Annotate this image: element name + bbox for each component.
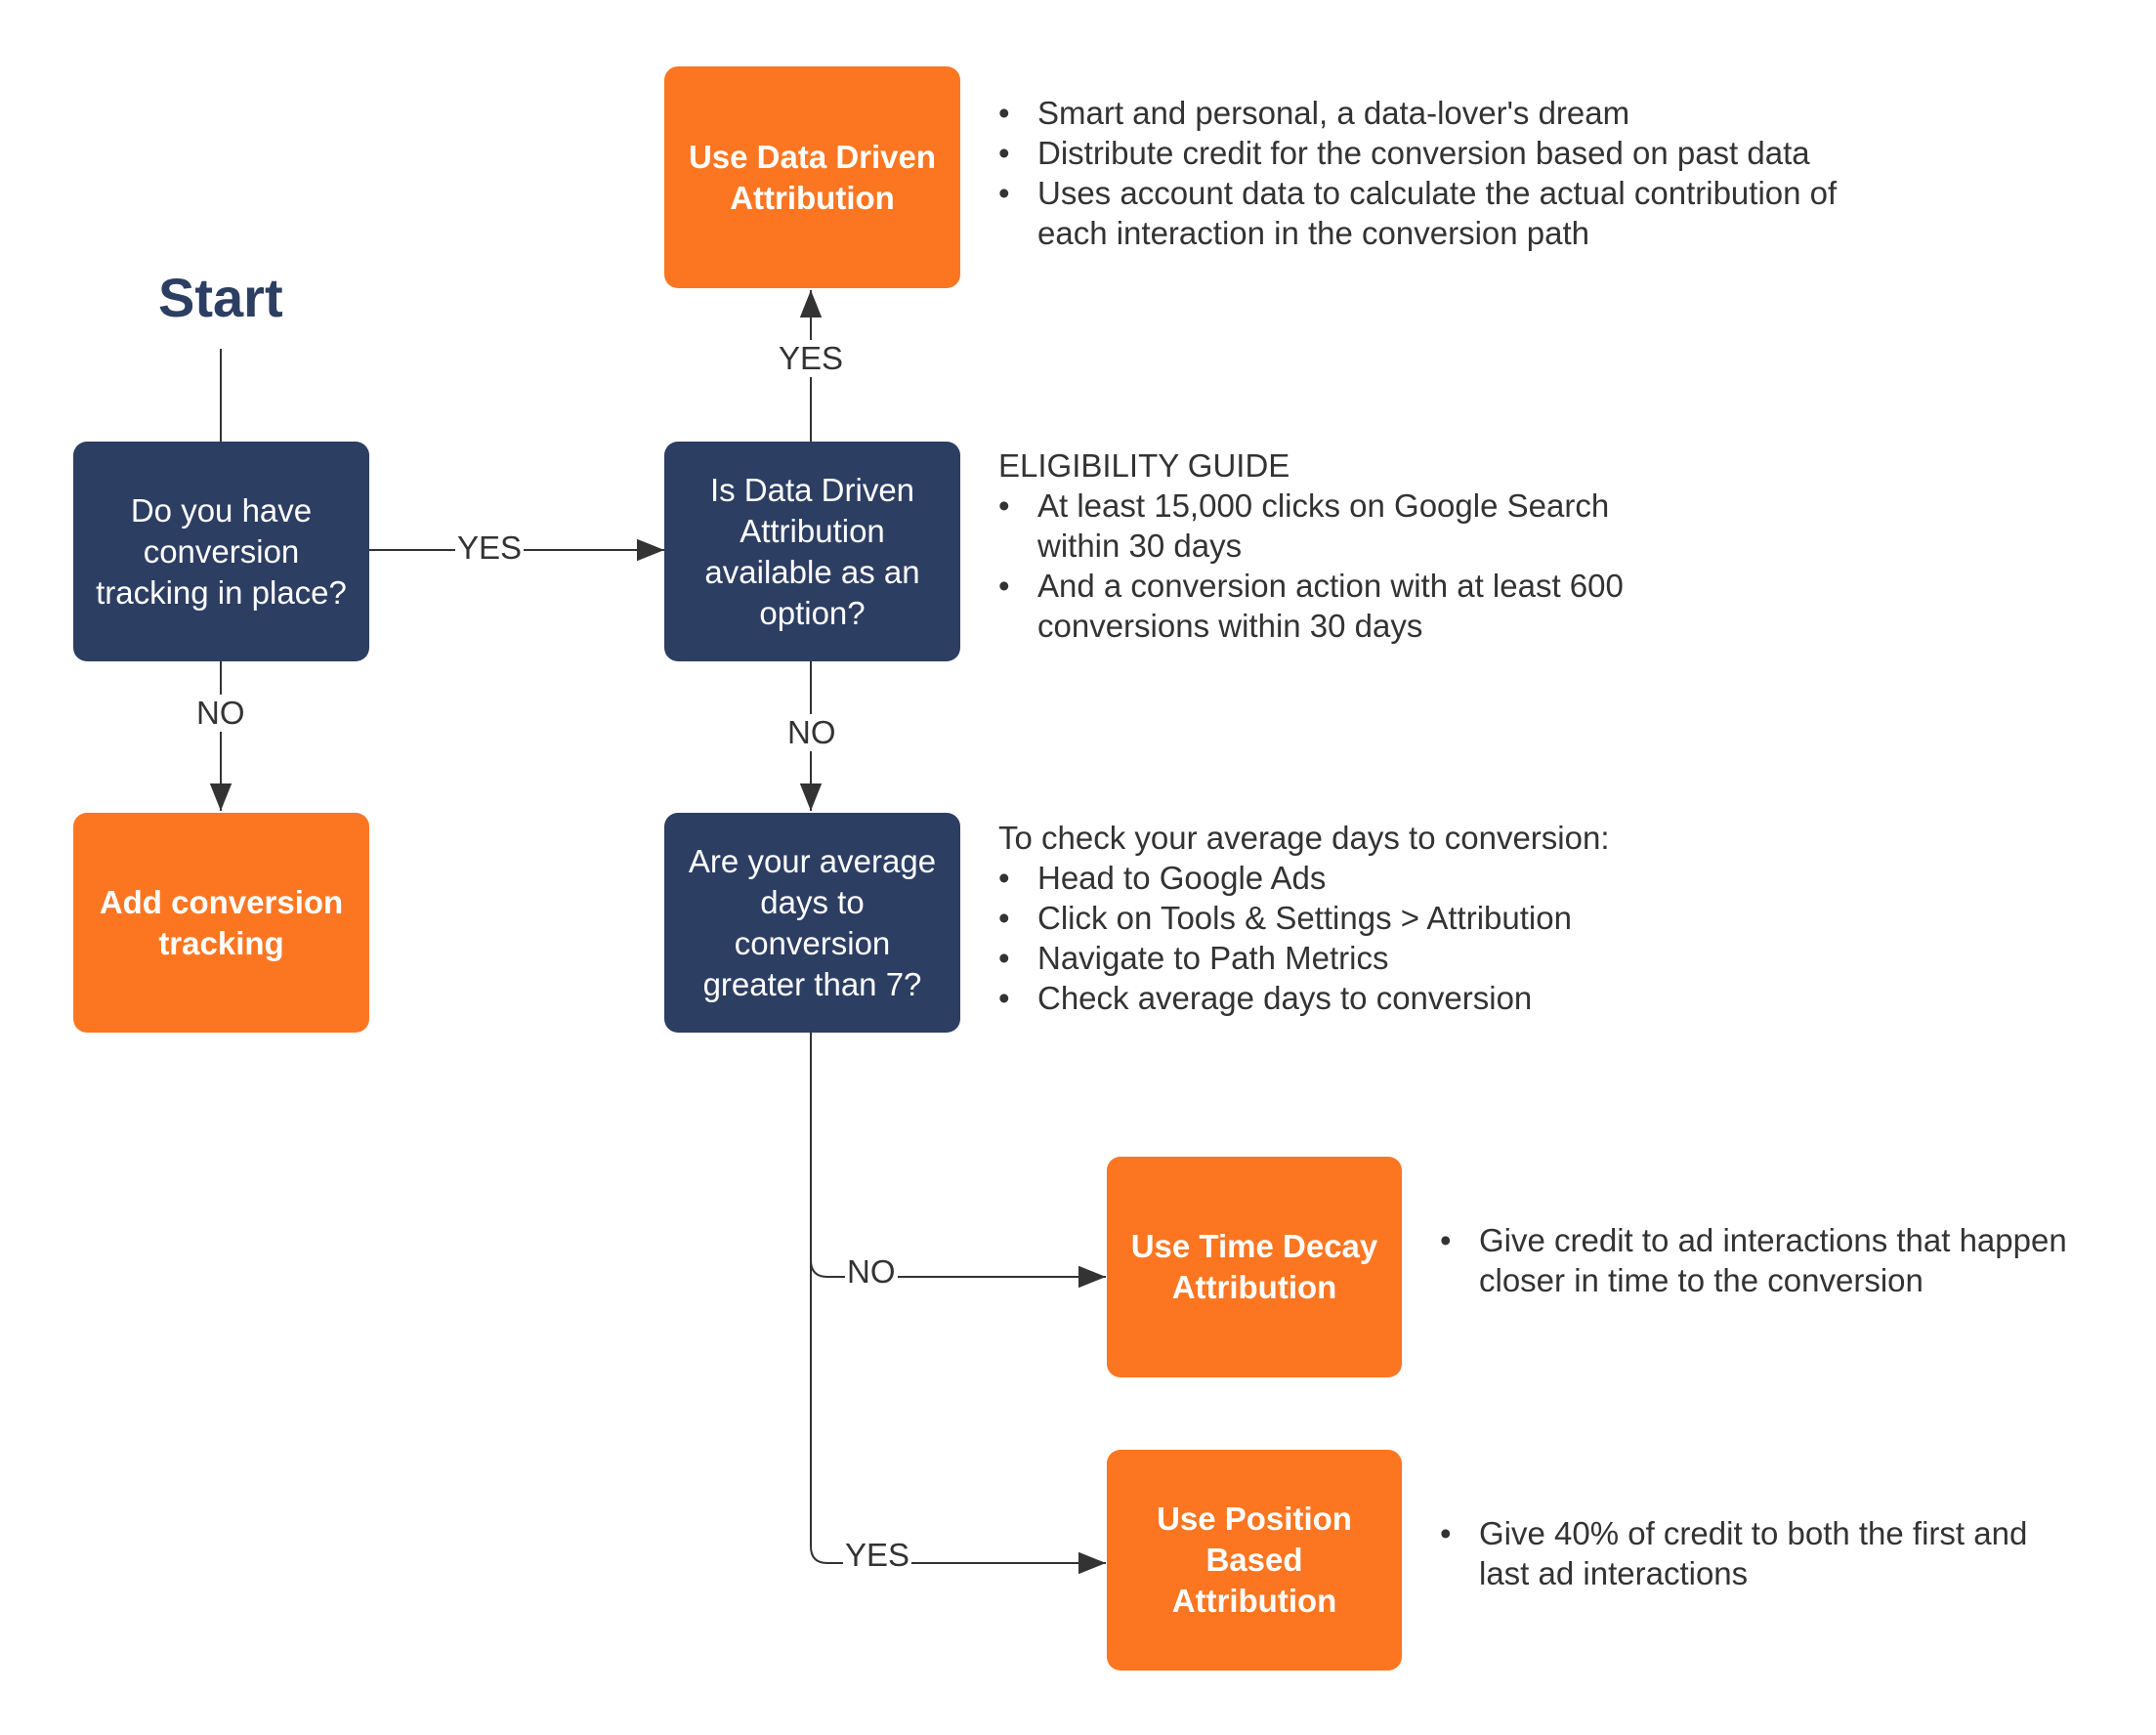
note-dda-item: Smart and personal, a data-lover's dream bbox=[998, 93, 1878, 133]
edge-label-avg-days-no: NO bbox=[845, 1253, 898, 1291]
result-position-based-text: Use Position Based Attribution bbox=[1157, 1501, 1352, 1619]
edge-label-dda-yes: YES bbox=[777, 340, 846, 377]
edge-label-has-tracking-no: NO bbox=[194, 695, 247, 732]
edge-label-has-tracking-yes: YES bbox=[455, 529, 525, 567]
note-time-decay-item: Give credit to ad interactions that happ… bbox=[1440, 1220, 2124, 1300]
connector-avg-days-yes bbox=[810, 1260, 1106, 1575]
note-eligibility: ELIGIBILITY GUIDE At least 15,000 clicks… bbox=[998, 445, 1682, 646]
decision-has-tracking[interactable]: Do you have conversion tracking in place… bbox=[73, 442, 369, 661]
note-check-days-item: Navigate to Path Metrics bbox=[998, 938, 1780, 978]
note-check-days-item: Check average days to conversion bbox=[998, 978, 1780, 1018]
note-dda: Smart and personal, a data-lover's dream… bbox=[998, 93, 1878, 253]
note-check-days-title: To check your average days to conversion… bbox=[998, 820, 1610, 856]
note-time-decay: Give credit to ad interactions that happ… bbox=[1440, 1220, 2124, 1300]
decision-dda-available-text: Is Data Driven Attribution available as … bbox=[704, 471, 920, 631]
note-check-days-item: Click on Tools & Settings > Attribution bbox=[998, 898, 1780, 938]
note-position-based: Give 40% of credit to both the first and… bbox=[1440, 1513, 2085, 1593]
start-label: Start bbox=[158, 267, 283, 328]
connector-avg-days-no bbox=[810, 1033, 1106, 1289]
note-position-based-item: Give 40% of credit to both the first and… bbox=[1440, 1513, 2085, 1593]
result-use-dda[interactable]: Use Data Driven Attribution bbox=[664, 66, 960, 288]
note-dda-item: Distribute credit for the conversion bas… bbox=[998, 133, 1878, 173]
note-eligibility-item: And a conversion action with at least 60… bbox=[998, 566, 1682, 646]
result-add-tracking-text: Add conversion tracking bbox=[99, 883, 344, 961]
decision-dda-available[interactable]: Is Data Driven Attribution available as … bbox=[664, 442, 960, 661]
result-add-tracking[interactable]: Add conversion tracking bbox=[73, 813, 369, 1033]
decision-avg-days-text: Are your average days to conversion grea… bbox=[688, 842, 937, 1002]
note-dda-item: Uses account data to calculate the actua… bbox=[998, 173, 1878, 253]
edge-label-dda-no: NO bbox=[785, 714, 838, 751]
decision-avg-days[interactable]: Are your average days to conversion grea… bbox=[664, 813, 960, 1033]
note-eligibility-item: At least 15,000 clicks on Google Search … bbox=[998, 486, 1682, 566]
result-position-based[interactable]: Use Position Based Attribution bbox=[1107, 1450, 1402, 1671]
result-use-dda-text: Use Data Driven Attribution bbox=[688, 138, 937, 216]
note-eligibility-title: ELIGIBILITY GUIDE bbox=[998, 447, 1290, 484]
decision-has-tracking-text: Do you have conversion tracking in place… bbox=[96, 491, 347, 611]
note-check-days: To check your average days to conversion… bbox=[998, 818, 1780, 1018]
note-check-days-item: Head to Google Ads bbox=[998, 858, 1780, 898]
result-time-decay-text: Use Time Decay Attribution bbox=[1130, 1228, 1378, 1305]
edge-label-avg-days-yes: YES bbox=[843, 1537, 912, 1574]
result-time-decay[interactable]: Use Time Decay Attribution bbox=[1107, 1157, 1402, 1377]
